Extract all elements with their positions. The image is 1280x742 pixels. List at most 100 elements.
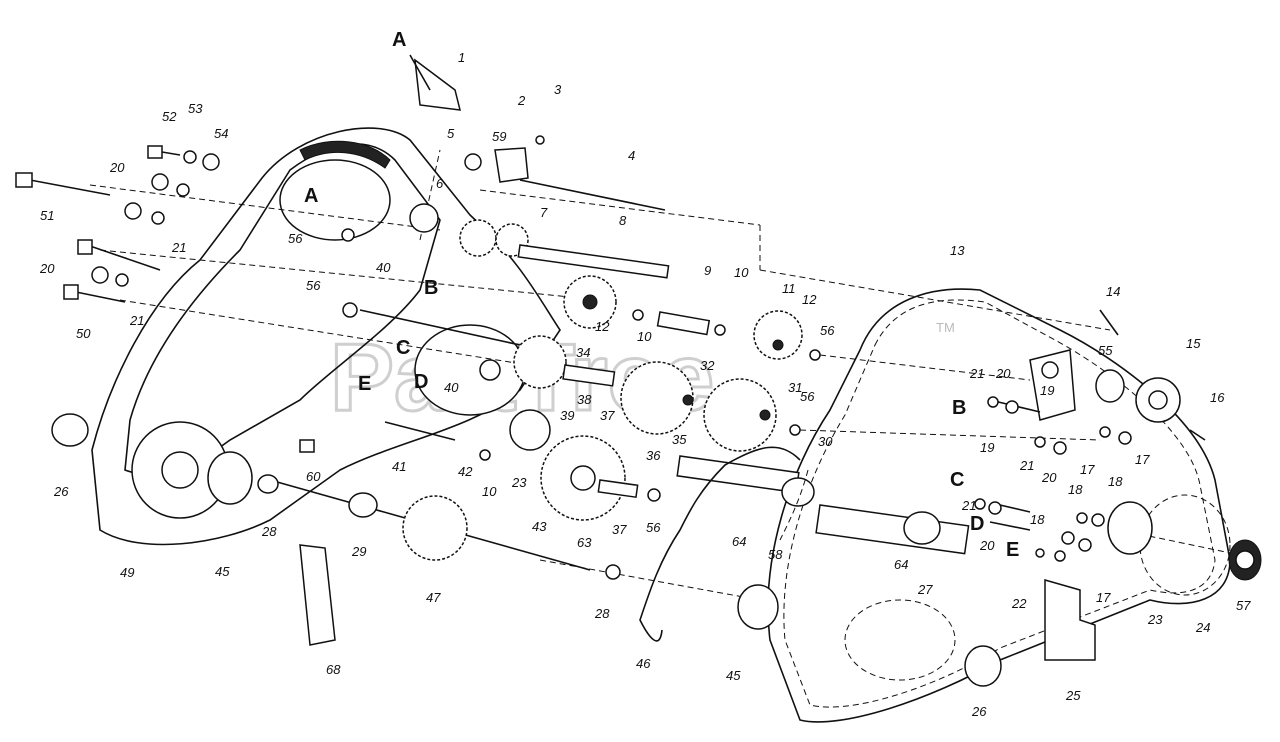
callout-39: 39 [560, 408, 574, 423]
callout-31: 31 [788, 380, 802, 395]
callout-4: 4 [628, 148, 635, 163]
callout-56e: 56 [646, 520, 661, 535]
callout-29: 29 [351, 544, 366, 559]
callout-10b: 10 [637, 329, 652, 344]
callout-20e: 20 [39, 261, 55, 276]
callout-18c: 18 [1030, 512, 1045, 527]
callout-56b: 56 [306, 278, 321, 293]
callout-57: 57 [1236, 598, 1251, 613]
callout-17b: 17 [1080, 462, 1095, 477]
callout-13: 13 [950, 243, 965, 258]
callout-27: 27 [917, 582, 933, 597]
callout-42: 42 [458, 464, 473, 479]
callout-28b: 28 [594, 606, 610, 621]
callout-20b: 20 [1041, 470, 1057, 485]
callout-43: 43 [532, 519, 547, 534]
callout-2: 2 [517, 93, 526, 108]
callout-40b: 40 [376, 260, 391, 275]
callout-21d: 21 [171, 240, 186, 255]
callout-64b: 64 [894, 557, 908, 572]
callout-19b: 19 [980, 440, 994, 455]
callout-20c: 20 [979, 538, 995, 553]
callout-38: 38 [577, 392, 592, 407]
callout-10c: 10 [482, 484, 497, 499]
letter-E-left: E [358, 373, 371, 395]
right-housing [767, 288, 1231, 723]
callout-46: 46 [636, 656, 651, 671]
callout-22: 22 [1011, 596, 1027, 611]
callout-17c: 17 [1096, 590, 1111, 605]
callout-24: 24 [1195, 620, 1210, 635]
letter-D: D [970, 513, 984, 535]
callout-26b: 26 [971, 704, 987, 719]
callout-45: 45 [215, 564, 230, 579]
callout-30: 30 [818, 434, 833, 449]
callout-6: 6 [436, 176, 444, 191]
callout-28: 28 [261, 524, 277, 539]
callout-35: 35 [672, 432, 687, 447]
callout-21c: 21 [961, 498, 976, 513]
callout-36: 36 [646, 448, 661, 463]
callout-7: 7 [540, 205, 548, 220]
callout-40: 40 [444, 380, 459, 395]
callout-63: 63 [577, 535, 592, 550]
letter-C-left: C [396, 337, 410, 359]
callout-58: 58 [768, 547, 783, 562]
callout-16: 16 [1210, 390, 1225, 405]
callout-59: 59 [492, 129, 506, 144]
callout-54: 54 [214, 126, 228, 141]
letter-C: C [950, 469, 964, 491]
watermark-tm: TM [936, 320, 955, 335]
callout-21e: 21 [129, 313, 144, 328]
shafts-gears [51, 54, 1262, 687]
callout-32: 32 [700, 358, 715, 373]
callout-21: 21 [969, 366, 984, 381]
callout-56c: 56 [820, 323, 835, 338]
left-housing [91, 127, 561, 546]
letter-D-left: D [414, 371, 428, 393]
callout-10: 10 [734, 265, 749, 280]
callout-21b: 21 [1019, 458, 1034, 473]
callout-64: 64 [732, 534, 746, 549]
callout-20: 20 [995, 366, 1011, 381]
callout-52: 52 [162, 109, 177, 124]
letter-A: A [304, 185, 318, 207]
callout-1: 1 [458, 50, 465, 65]
callout-12: 12 [802, 292, 817, 307]
callout-47: 47 [426, 590, 441, 605]
callout-37: 37 [600, 408, 615, 423]
callout-20d: 20 [109, 160, 125, 175]
callout-12b: 12 [595, 319, 610, 334]
callout-11: 11 [782, 281, 796, 296]
callout-53: 53 [188, 101, 203, 116]
callout-37b: 37 [612, 522, 627, 537]
letter-B-left: B [424, 277, 438, 299]
callout-9: 9 [704, 263, 711, 278]
callout-41: 41 [392, 459, 406, 474]
callout-5: 5 [447, 126, 455, 141]
bolts-left [15, 145, 220, 303]
callout-18: 18 [1108, 474, 1123, 489]
callout-56: 56 [288, 231, 303, 246]
callout-14: 14 [1106, 284, 1120, 299]
callout-8: 8 [619, 213, 627, 228]
callout-55: 55 [1098, 343, 1113, 358]
callout-18b: 18 [1068, 482, 1083, 497]
callout-26: 26 [53, 484, 69, 499]
reference-letters: A A B B C C D D E E [304, 29, 1019, 561]
letter-B: B [952, 397, 966, 419]
callout-50: 50 [76, 326, 91, 341]
callout-45b: 45 [726, 668, 741, 683]
callout-34: 34 [576, 345, 590, 360]
callout-49: 49 [120, 565, 134, 580]
callout-51: 51 [40, 208, 54, 223]
callout-15: 15 [1186, 336, 1201, 351]
callout-60: 60 [306, 469, 321, 484]
callout-56d: 56 [800, 389, 815, 404]
callout-25: 25 [1065, 688, 1081, 703]
letter-A-top: A [392, 29, 406, 51]
callout-3: 3 [554, 82, 562, 97]
callout-23b: 23 [1147, 612, 1163, 627]
